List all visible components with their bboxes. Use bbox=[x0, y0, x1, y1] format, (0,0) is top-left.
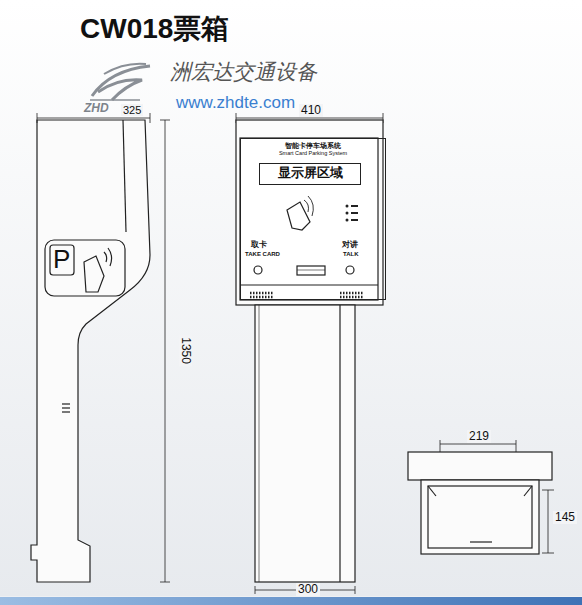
dimension: 325 bbox=[121, 104, 143, 116]
front-view bbox=[236, 120, 383, 582]
website: www.zhdte.com bbox=[176, 94, 295, 113]
dimension: 410 bbox=[299, 104, 323, 117]
button-label: 对讲 bbox=[342, 241, 358, 250]
dimension-lines bbox=[37, 113, 554, 594]
logo-letters: ZHD bbox=[84, 102, 109, 115]
company-name: 洲宏达交通设备 bbox=[170, 61, 317, 84]
dimension: 300 bbox=[296, 583, 320, 596]
control-panel: 智能卡停车场系统Smart Card Parking System 显示屏区域 bbox=[240, 138, 386, 300]
button-label: TALK bbox=[343, 251, 359, 258]
parking-sign: P bbox=[53, 245, 70, 274]
dimension: 145 bbox=[553, 511, 577, 524]
logo bbox=[90, 64, 150, 100]
display-area: 显示屏区域 bbox=[259, 163, 361, 185]
node-text: 智能卡停车场系统 bbox=[241, 142, 385, 150]
node-text: Smart Card Parking System bbox=[241, 150, 385, 156]
title: CW018票箱 bbox=[80, 14, 229, 45]
button-label: 取卡 bbox=[251, 241, 267, 250]
dimension: 219 bbox=[467, 430, 491, 443]
side-view bbox=[31, 120, 150, 582]
dimension: 1350 bbox=[178, 336, 191, 367]
detail-view bbox=[408, 452, 552, 554]
node-text: 显示屏区域 bbox=[278, 167, 343, 181]
bottom-bar bbox=[0, 597, 582, 605]
indicator-leds bbox=[346, 205, 359, 222]
button-label: TAKE CARD bbox=[245, 251, 280, 258]
